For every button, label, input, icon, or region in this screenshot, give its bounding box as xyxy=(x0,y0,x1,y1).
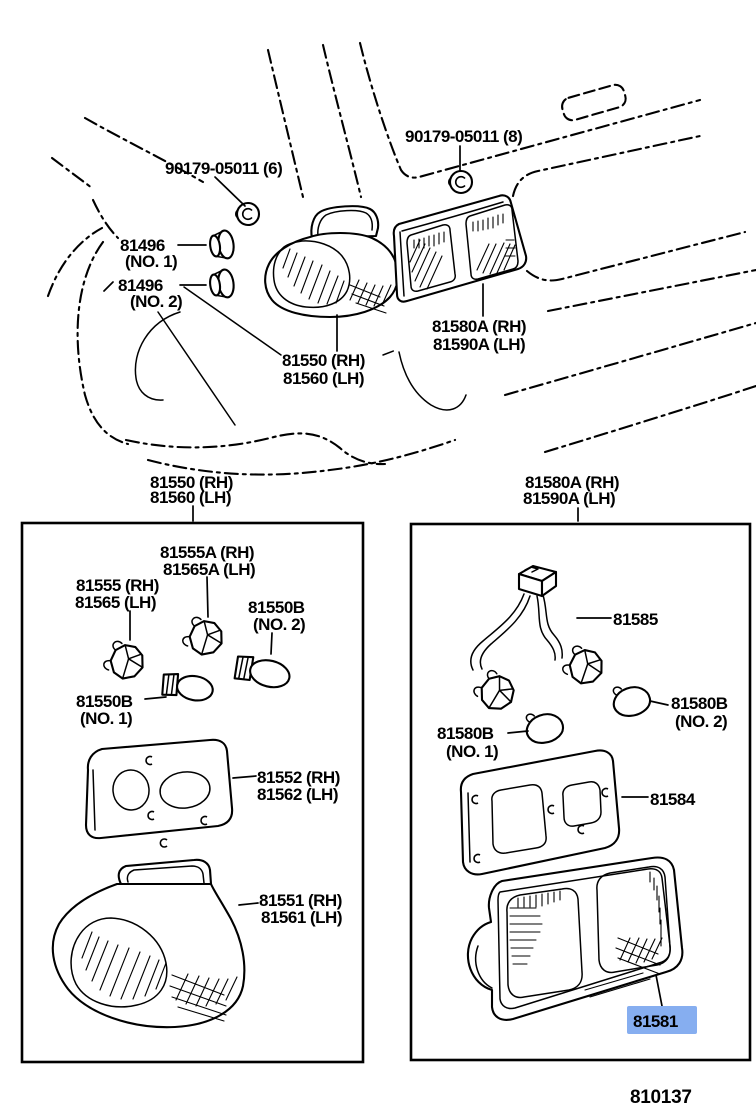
socket-icon-81555a xyxy=(182,616,223,656)
label-gasket-lh: 81562 (LH) xyxy=(257,785,338,804)
label-bulb2: 81550B xyxy=(248,598,305,617)
tail-lamp-drawing xyxy=(264,205,400,319)
label-bulb2-note: (NO. 2) xyxy=(253,615,305,634)
label-plug2-note: (NO. 2) xyxy=(130,292,182,311)
label-rbulb1: 81580B xyxy=(437,724,494,743)
lens-drawing-81551 xyxy=(51,858,246,1029)
plug-icon-no2 xyxy=(209,268,235,299)
socket-icon-81555 xyxy=(103,640,144,680)
label-socket-a-lh: 81565A (LH) xyxy=(163,560,255,579)
socket-icon-right-2 xyxy=(562,645,603,685)
label-socket-rh: 81555 (RH) xyxy=(76,576,159,595)
label-screws-right: 90179-05011 (8) xyxy=(405,127,522,146)
right-detail-box: 81580A (RH) 81590A (LH) xyxy=(409,473,752,1062)
bulb-icon-no1 xyxy=(161,673,214,702)
lens-drawing-81581 xyxy=(467,856,684,1021)
socket-icon-right-1 xyxy=(473,669,515,710)
label-gasket-84: 81584 xyxy=(650,790,696,809)
garnish-drawing xyxy=(392,194,528,303)
label-rbulb2: 81580B xyxy=(671,694,728,713)
label-socket-lh: 81565 (LH) xyxy=(75,593,156,612)
label-bulb1-note: (NO. 1) xyxy=(80,709,132,728)
top-leader-lines xyxy=(103,145,484,352)
label-lamp-lh: 81560 (LH) xyxy=(283,369,364,388)
label-screws-left: 90179-05011 (6) xyxy=(165,159,282,178)
label-lens-81581[interactable]: 81581 xyxy=(633,1012,678,1031)
label-rbulb1-note: (NO. 1) xyxy=(446,742,498,761)
figure-code: 810137 xyxy=(630,1087,692,1108)
highlight-rect[interactable] xyxy=(627,1006,697,1034)
label-bulb1: 81550B xyxy=(76,692,133,711)
highlighted-part-81581[interactable]: 81581 xyxy=(627,1006,697,1034)
left-box-header-lh: 81560 (LH) xyxy=(150,488,231,507)
label-plug2: 81496 xyxy=(118,276,163,295)
right-box-header-rh: 81580A (RH) xyxy=(525,473,619,492)
bulb-icon-no2 xyxy=(233,655,291,689)
label-socket-a-rh: 81555A (RH) xyxy=(160,543,254,562)
label-garnish-lh: 81590A (LH) xyxy=(433,335,525,354)
label-garnish-rh: 81580A (RH) xyxy=(432,317,526,336)
left-box-header-rh: 81550 (RH) xyxy=(150,473,233,492)
car-body-outline xyxy=(46,41,756,476)
label-harness: 81585 xyxy=(613,610,658,629)
label-gasket-rh: 81552 (RH) xyxy=(257,768,340,787)
label-lens-rh: 81551 (RH) xyxy=(259,891,342,910)
label-lamp-rh: 81550 (RH) xyxy=(282,351,365,370)
screw-grommet-icon-right xyxy=(448,169,474,195)
plug-icon-no1 xyxy=(209,229,235,260)
label-rbulb2-note: (NO. 2) xyxy=(675,712,727,731)
gasket-drawing-81584 xyxy=(459,749,621,876)
harness-drawing-81585 xyxy=(470,564,563,671)
label-lens-lh: 81561 (LH) xyxy=(261,908,342,927)
bulb-icon-right-no2 xyxy=(612,686,652,717)
label-plug1: 81496 xyxy=(120,236,165,255)
bulb-icon-right-no1 xyxy=(525,713,565,744)
left-detail-box: 81550 (RH) 81560 (LH) xyxy=(20,473,365,1064)
gasket-drawing-81552 xyxy=(84,738,234,848)
right-box-header-lh: 81590A (LH) xyxy=(523,489,615,508)
screw-grommet-icon-left xyxy=(235,201,261,227)
label-plug1-note: (NO. 1) xyxy=(125,252,177,271)
